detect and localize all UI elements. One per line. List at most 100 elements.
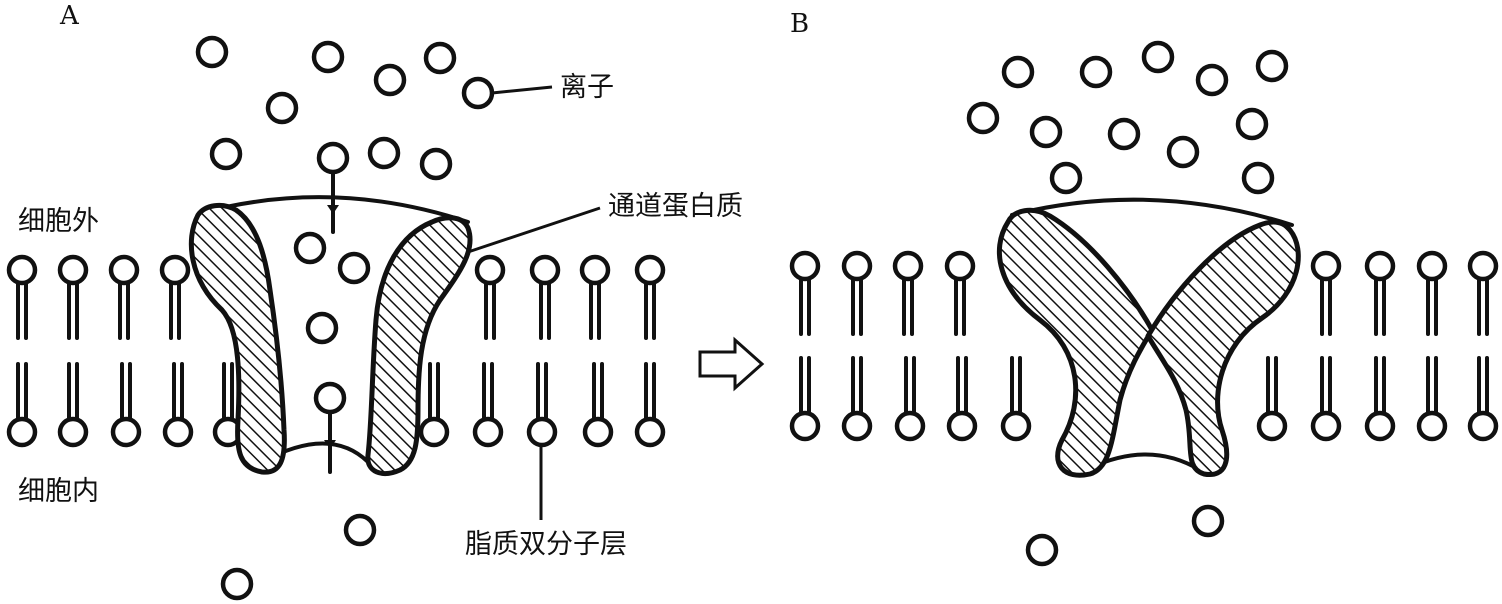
lipid-head	[526, 416, 558, 448]
ion	[1107, 117, 1141, 151]
lipid-head	[110, 416, 142, 448]
ion	[265, 91, 299, 125]
channel-protein-open	[188, 141, 473, 476]
lipid-head	[472, 416, 504, 448]
lipid-head	[841, 410, 873, 442]
panel-label-a: A	[59, 1, 80, 31]
lipid-head	[944, 250, 976, 282]
panel-label-b: B	[790, 9, 809, 39]
lipid-top	[1416, 250, 1448, 336]
lipid-bottom	[841, 356, 873, 442]
ion	[1235, 107, 1269, 141]
ion	[423, 41, 457, 75]
lipid-bottom	[894, 356, 926, 442]
ion	[1166, 135, 1200, 169]
ions-group	[195, 35, 1289, 601]
ion	[1195, 63, 1229, 97]
ion	[367, 136, 401, 170]
channel-top-arc-a	[203, 195, 470, 224]
hollow-right-arrow-icon	[698, 336, 765, 392]
ion	[305, 311, 339, 345]
lipid-head	[1364, 250, 1396, 282]
lipid-head	[529, 254, 561, 286]
lipid-head	[892, 250, 924, 282]
lipid-head	[1364, 410, 1396, 442]
ion	[293, 231, 327, 265]
lipid-top	[57, 254, 89, 340]
lipid-head	[1310, 410, 1342, 442]
lipid-head	[1000, 410, 1032, 442]
lipid-head	[6, 254, 38, 286]
ion	[373, 63, 407, 97]
ion	[419, 147, 453, 181]
lipid-bilayer-b	[789, 250, 1499, 442]
lipid-bottom	[1256, 356, 1288, 442]
ion	[1001, 55, 1035, 89]
lipid-bottom	[418, 362, 450, 448]
channel-right-wall-b	[1145, 219, 1301, 478]
lipid-top	[1467, 250, 1499, 336]
ion	[461, 76, 495, 110]
lipid-top	[159, 254, 191, 340]
ion	[337, 251, 371, 285]
lipid-bottom	[6, 362, 38, 448]
ion-leader-line	[491, 85, 553, 95]
lipid-bottom	[57, 362, 89, 448]
lipid-top	[1364, 250, 1396, 336]
ion	[311, 40, 345, 74]
lipid-top	[841, 250, 873, 336]
lipid-bottom	[1364, 356, 1396, 442]
lipid-top	[108, 254, 140, 340]
lipid-top	[634, 254, 666, 340]
lipid-top	[529, 254, 561, 340]
lipid-bottom	[110, 362, 142, 448]
lipid-head	[418, 416, 450, 448]
lipid-head	[108, 254, 140, 286]
ion	[1049, 161, 1083, 195]
channel-protein-leader-line	[467, 206, 601, 254]
lipid-head	[1467, 250, 1499, 282]
label-channel-protein: 通道蛋白质	[608, 191, 743, 222]
label-extracellular: 细胞外	[18, 206, 99, 237]
lipid-bottom	[1310, 356, 1342, 442]
lipid-head	[159, 254, 191, 286]
lipid-bottom	[946, 356, 978, 442]
lipid-top	[944, 250, 976, 336]
lipid-bottom	[212, 362, 244, 448]
lipid-head	[57, 416, 89, 448]
lipid-top	[579, 254, 611, 340]
lipid-bottom	[1467, 356, 1499, 442]
lipid-head	[162, 416, 194, 448]
lipid-top	[1310, 250, 1342, 336]
lipid-head	[6, 416, 38, 448]
lipid-head	[789, 250, 821, 282]
ion	[220, 567, 254, 601]
label-lipid-bilayer: 脂质双分子层	[465, 529, 627, 560]
lipid-head	[579, 254, 611, 286]
lipid-bottom	[582, 362, 614, 448]
gate-arrowhead-upper	[327, 205, 339, 214]
lipid-bilayer-a	[6, 254, 666, 448]
lipid-head	[1416, 250, 1448, 282]
ion	[966, 101, 1000, 135]
lipid-bottom	[1416, 356, 1448, 442]
lipid-bottom	[472, 362, 504, 448]
lipid-head	[894, 410, 926, 442]
lipid-head	[841, 250, 873, 282]
gate-arrowhead-lower	[324, 440, 336, 449]
lipid-head	[789, 410, 821, 442]
lipid-top	[474, 254, 506, 340]
lipid-head	[634, 416, 666, 448]
ion	[1025, 533, 1059, 567]
lipid-bottom	[789, 356, 821, 442]
ion	[1079, 55, 1113, 89]
lipid-head	[474, 254, 506, 286]
lipid-head	[946, 410, 978, 442]
ion	[1191, 504, 1225, 538]
lipid-bottom	[162, 362, 194, 448]
lipid-head	[1256, 410, 1288, 442]
lipid-bottom	[1000, 356, 1032, 442]
channel-left-wall-b	[996, 207, 1155, 478]
lipid-top	[6, 254, 38, 340]
